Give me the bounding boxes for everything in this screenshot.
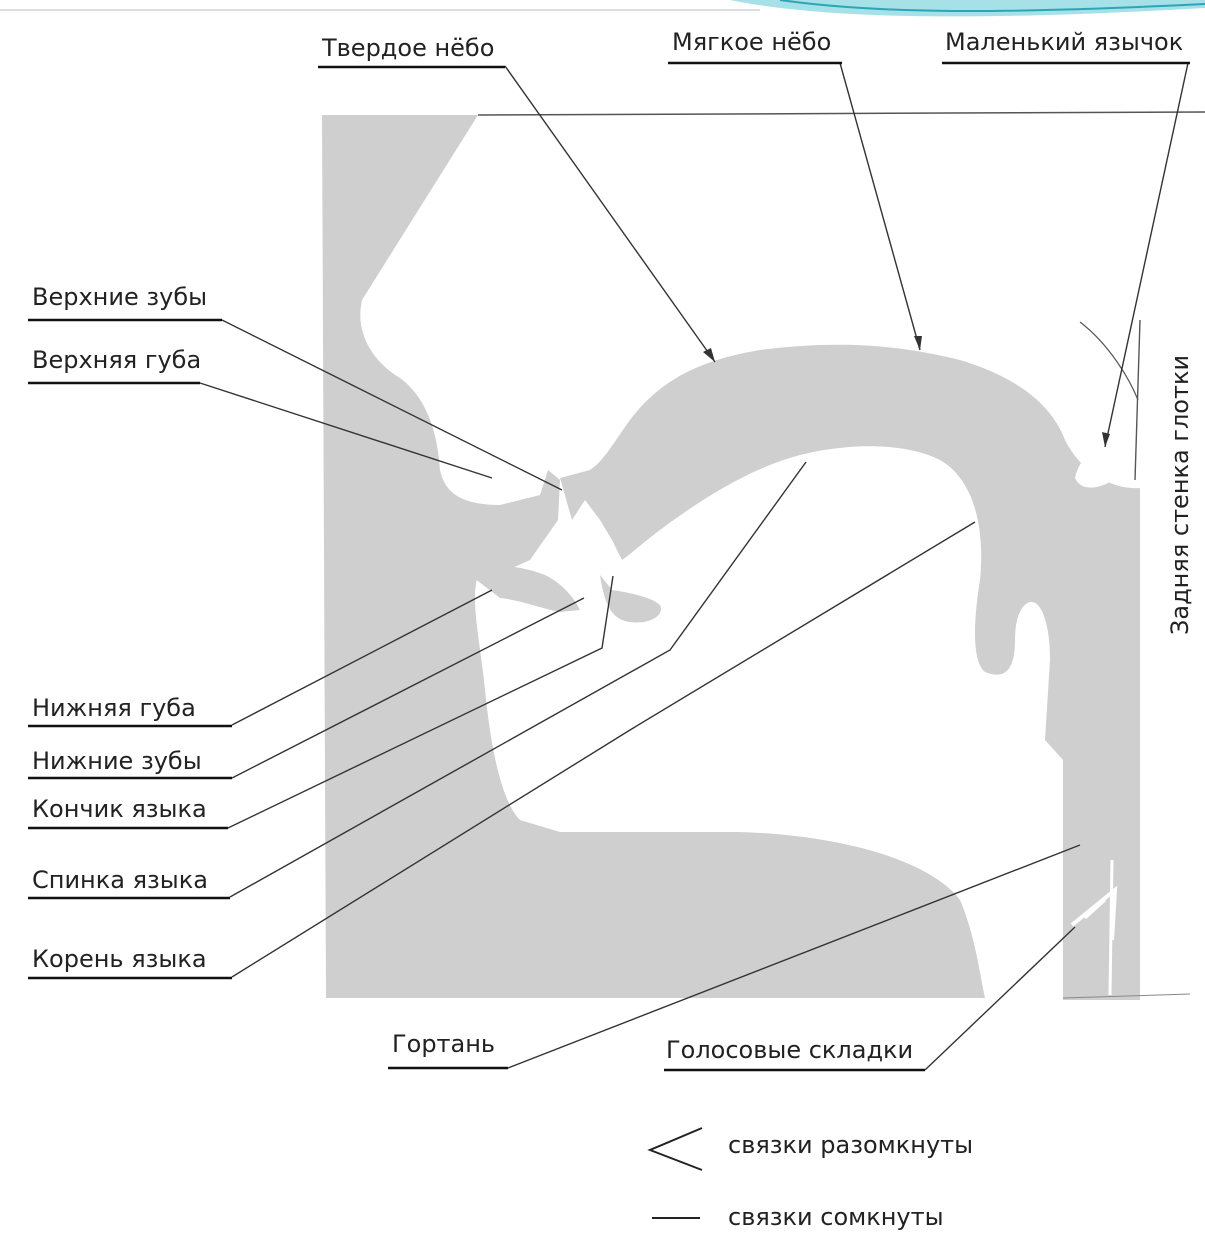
label-upper-teeth-text: Верхние зубы — [32, 283, 207, 311]
label-lower-lip: Нижняя губа — [28, 694, 232, 726]
legend-open-text: связки разомкнуты — [728, 1131, 973, 1159]
label-upper-lip: Верхняя губа — [28, 346, 201, 383]
label-tongue-back: Спинка языка — [28, 866, 230, 898]
label-upper-lip-text: Верхняя губа — [32, 346, 201, 374]
label-soft-palate: Мягкое нёбо — [668, 28, 842, 63]
label-upper-teeth: Верхние зубы — [28, 283, 222, 320]
label-vocal-folds-text: Голосовые складки — [666, 1036, 913, 1064]
label-lower-lip-text: Нижняя губа — [32, 694, 196, 722]
label-tongue-tip-text: Кончик языка — [32, 795, 207, 823]
label-larynx-text: Гортань — [392, 1030, 495, 1058]
label-larynx: Гортань — [388, 1030, 508, 1068]
label-hard-palate: Твердое нёбо — [318, 34, 505, 67]
legend: связки разомкнуты связки сомкнуты — [650, 1128, 973, 1231]
label-tongue-root: Корень языка — [28, 945, 232, 978]
label-uvula: Маленький язычок — [942, 28, 1190, 63]
corner-wave-decoration — [730, 0, 1205, 16]
label-pharynx-wall: Задняя стенка глотки — [1166, 355, 1194, 635]
label-tongue-back-text: Спинка языка — [32, 866, 208, 894]
label-vocal-folds: Голосовые складки — [664, 1036, 925, 1070]
label-pharynx-wall-text: Задняя стенка глотки — [1166, 355, 1194, 635]
legend-open-icon — [650, 1128, 702, 1170]
label-hard-palate-text: Твердое нёбо — [321, 34, 494, 62]
label-lower-teeth: Нижние зубы — [28, 747, 232, 778]
legend-closed-text: связки сомкнуты — [728, 1203, 944, 1231]
profile-frame — [322, 112, 1205, 1000]
label-tongue-root-text: Корень языка — [32, 945, 207, 973]
label-lower-teeth-text: Нижние зубы — [32, 747, 202, 775]
label-tongue-tip: Кончик языка — [28, 795, 228, 828]
label-soft-palate-text: Мягкое нёбо — [672, 28, 831, 56]
label-uvula-text: Маленький язычок — [945, 28, 1183, 56]
